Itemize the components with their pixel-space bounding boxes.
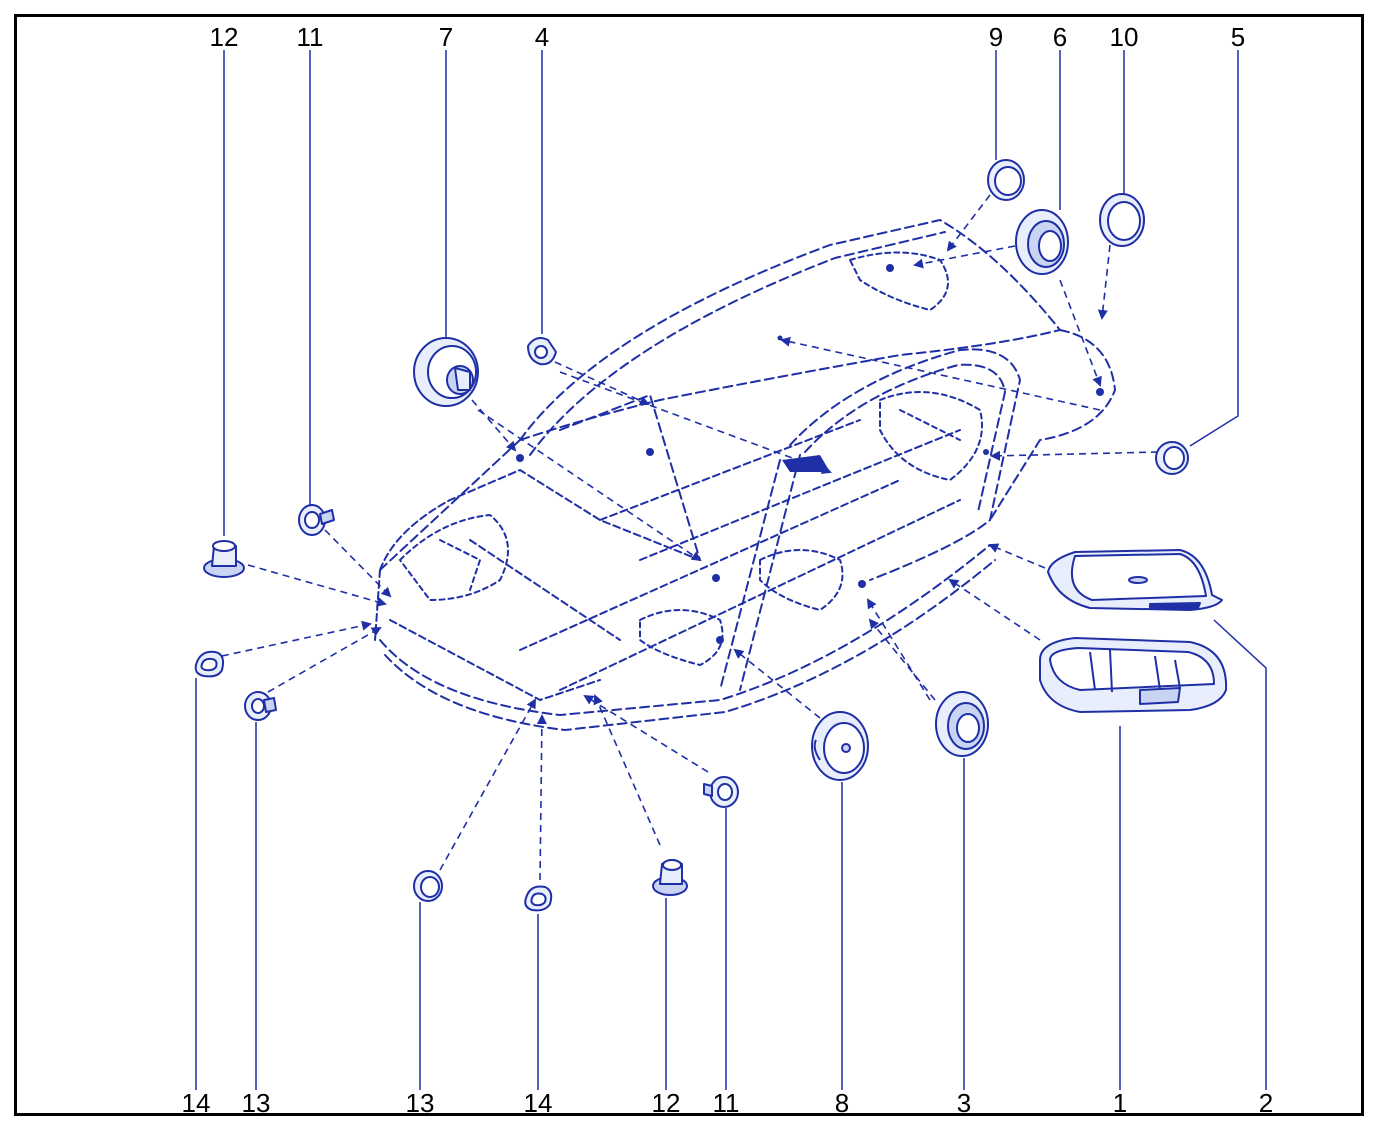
part-2-wheel-cover — [1047, 549, 1223, 611]
callout-bottom-14b: 14 — [523, 1088, 553, 1118]
part-13-cup-plug-bottom — [413, 870, 443, 902]
callout-bottom-13b: 13 — [405, 1088, 435, 1118]
part-5-small-plug — [1155, 441, 1189, 475]
part-7-large-plug — [413, 337, 479, 407]
part-4-push-clip — [527, 337, 557, 366]
part-6-stepped-grommet — [1015, 209, 1069, 275]
callout-bottom-13: 13 — [241, 1088, 271, 1118]
callout-top-9: 9 — [988, 22, 1004, 52]
callout-top-12: 12 — [209, 22, 239, 52]
part-14-grommet-left — [194, 650, 225, 678]
callout-bottom-2: 2 — [1258, 1088, 1274, 1118]
part-10-large-plug — [1099, 193, 1145, 247]
leader-arrows — [221, 194, 1159, 881]
part-12-clip-bottom — [652, 859, 688, 896]
callout-bottom-12: 12 — [651, 1088, 681, 1118]
mounting-holes — [516, 264, 1104, 644]
callout-top-11: 11 — [296, 22, 324, 52]
callout-lines — [195, 50, 1267, 1090]
callout-bottom-3: 3 — [956, 1088, 972, 1118]
callout-bottom-1: 1 — [1112, 1088, 1128, 1118]
callout-top-4: 4 — [534, 22, 550, 52]
part-11-stud-bottom — [703, 776, 739, 808]
callout-top-10: 10 — [1109, 22, 1139, 52]
part-13-stud-left — [244, 691, 277, 721]
part-9-flat-plug — [987, 159, 1025, 201]
callout-top-6: 6 — [1052, 22, 1068, 52]
car-body-frame — [374, 219, 1116, 731]
part-1-spare-wheel-tub — [1039, 637, 1228, 713]
part-12-clip-left — [203, 540, 245, 578]
callout-top-7: 7 — [438, 22, 454, 52]
callout-bottom-8: 8 — [834, 1088, 850, 1118]
callout-top-5: 5 — [1230, 22, 1246, 52]
part-14-grommet-bottom — [524, 885, 553, 912]
callout-bottom-14: 14 — [181, 1088, 211, 1118]
diagram-border-frame — [14, 14, 1364, 1116]
parts — [194, 159, 1228, 912]
part-8-large-grommet — [811, 711, 869, 781]
part-11-stud-left — [298, 504, 335, 536]
callout-bottom-11: 11 — [712, 1088, 740, 1118]
part-3-stepped-grommet — [935, 691, 989, 757]
